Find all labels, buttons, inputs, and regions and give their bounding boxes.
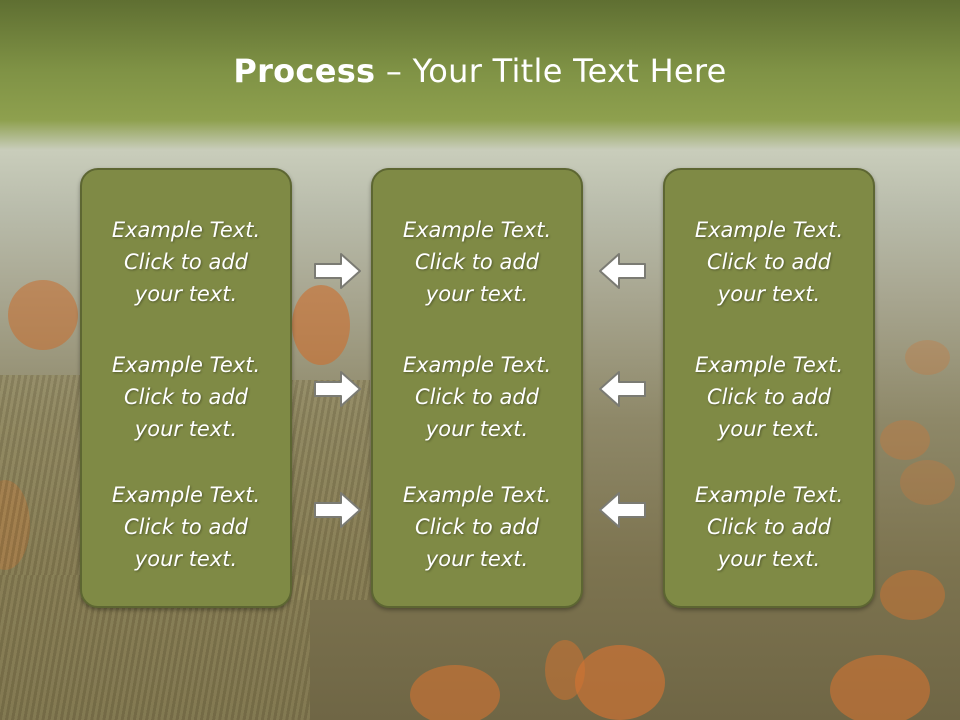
text-line: Example Text.: [694, 483, 844, 507]
arrow-right-icon: [314, 492, 361, 528]
text-line: Example Text.: [402, 218, 552, 242]
text-line: Click to add: [706, 250, 831, 274]
text-line: Example Text.: [402, 353, 552, 377]
text-line: your text.: [134, 282, 238, 306]
text-line: your text.: [134, 547, 238, 571]
text-line: Example Text.: [111, 218, 261, 242]
text-line: your text.: [134, 417, 238, 441]
text-line: Click to add: [706, 385, 831, 409]
arrow-right-icon: [314, 371, 361, 407]
text-line: Example Text.: [111, 483, 261, 507]
panel-center[interactable]: Example Text. Click to add your text. Ex…: [371, 168, 583, 608]
text-line: Example Text.: [402, 483, 552, 507]
text-line: your text.: [717, 417, 821, 441]
text-line: Click to add: [414, 515, 539, 539]
text-block[interactable]: Example Text. Click to add your text.: [82, 214, 290, 310]
text-block[interactable]: Example Text. Click to add your text.: [665, 214, 873, 310]
text-block[interactable]: Example Text. Click to add your text.: [82, 349, 290, 445]
text-line: Example Text.: [694, 218, 844, 242]
text-line: your text.: [425, 547, 529, 571]
text-block[interactable]: Example Text. Click to add your text.: [665, 479, 873, 575]
slide-title[interactable]: Process – Your Title Text Here: [0, 52, 960, 90]
arrow-left-icon: [599, 253, 646, 289]
title-rest: – Your Title Text Here: [375, 52, 727, 90]
text-block[interactable]: Example Text. Click to add your text.: [82, 479, 290, 575]
text-line: Click to add: [123, 250, 248, 274]
panel-right[interactable]: Example Text. Click to add your text. Ex…: [663, 168, 875, 608]
text-line: Click to add: [414, 385, 539, 409]
text-line: Click to add: [706, 515, 831, 539]
arrow-left-icon: [599, 492, 646, 528]
panel-left[interactable]: Example Text. Click to add your text. Ex…: [80, 168, 292, 608]
text-line: Example Text.: [694, 353, 844, 377]
arrow-left-icon: [599, 371, 646, 407]
text-line: Example Text.: [111, 353, 261, 377]
text-line: Click to add: [123, 385, 248, 409]
title-bold: Process: [233, 52, 376, 90]
text-line: your text.: [425, 417, 529, 441]
text-block[interactable]: Example Text. Click to add your text.: [373, 479, 581, 575]
text-block[interactable]: Example Text. Click to add your text.: [373, 349, 581, 445]
arrow-right-icon: [314, 253, 361, 289]
text-line: Click to add: [414, 250, 539, 274]
text-line: your text.: [717, 282, 821, 306]
text-line: Click to add: [123, 515, 248, 539]
text-line: your text.: [425, 282, 529, 306]
text-block[interactable]: Example Text. Click to add your text.: [665, 349, 873, 445]
text-line: your text.: [717, 547, 821, 571]
text-block[interactable]: Example Text. Click to add your text.: [373, 214, 581, 310]
